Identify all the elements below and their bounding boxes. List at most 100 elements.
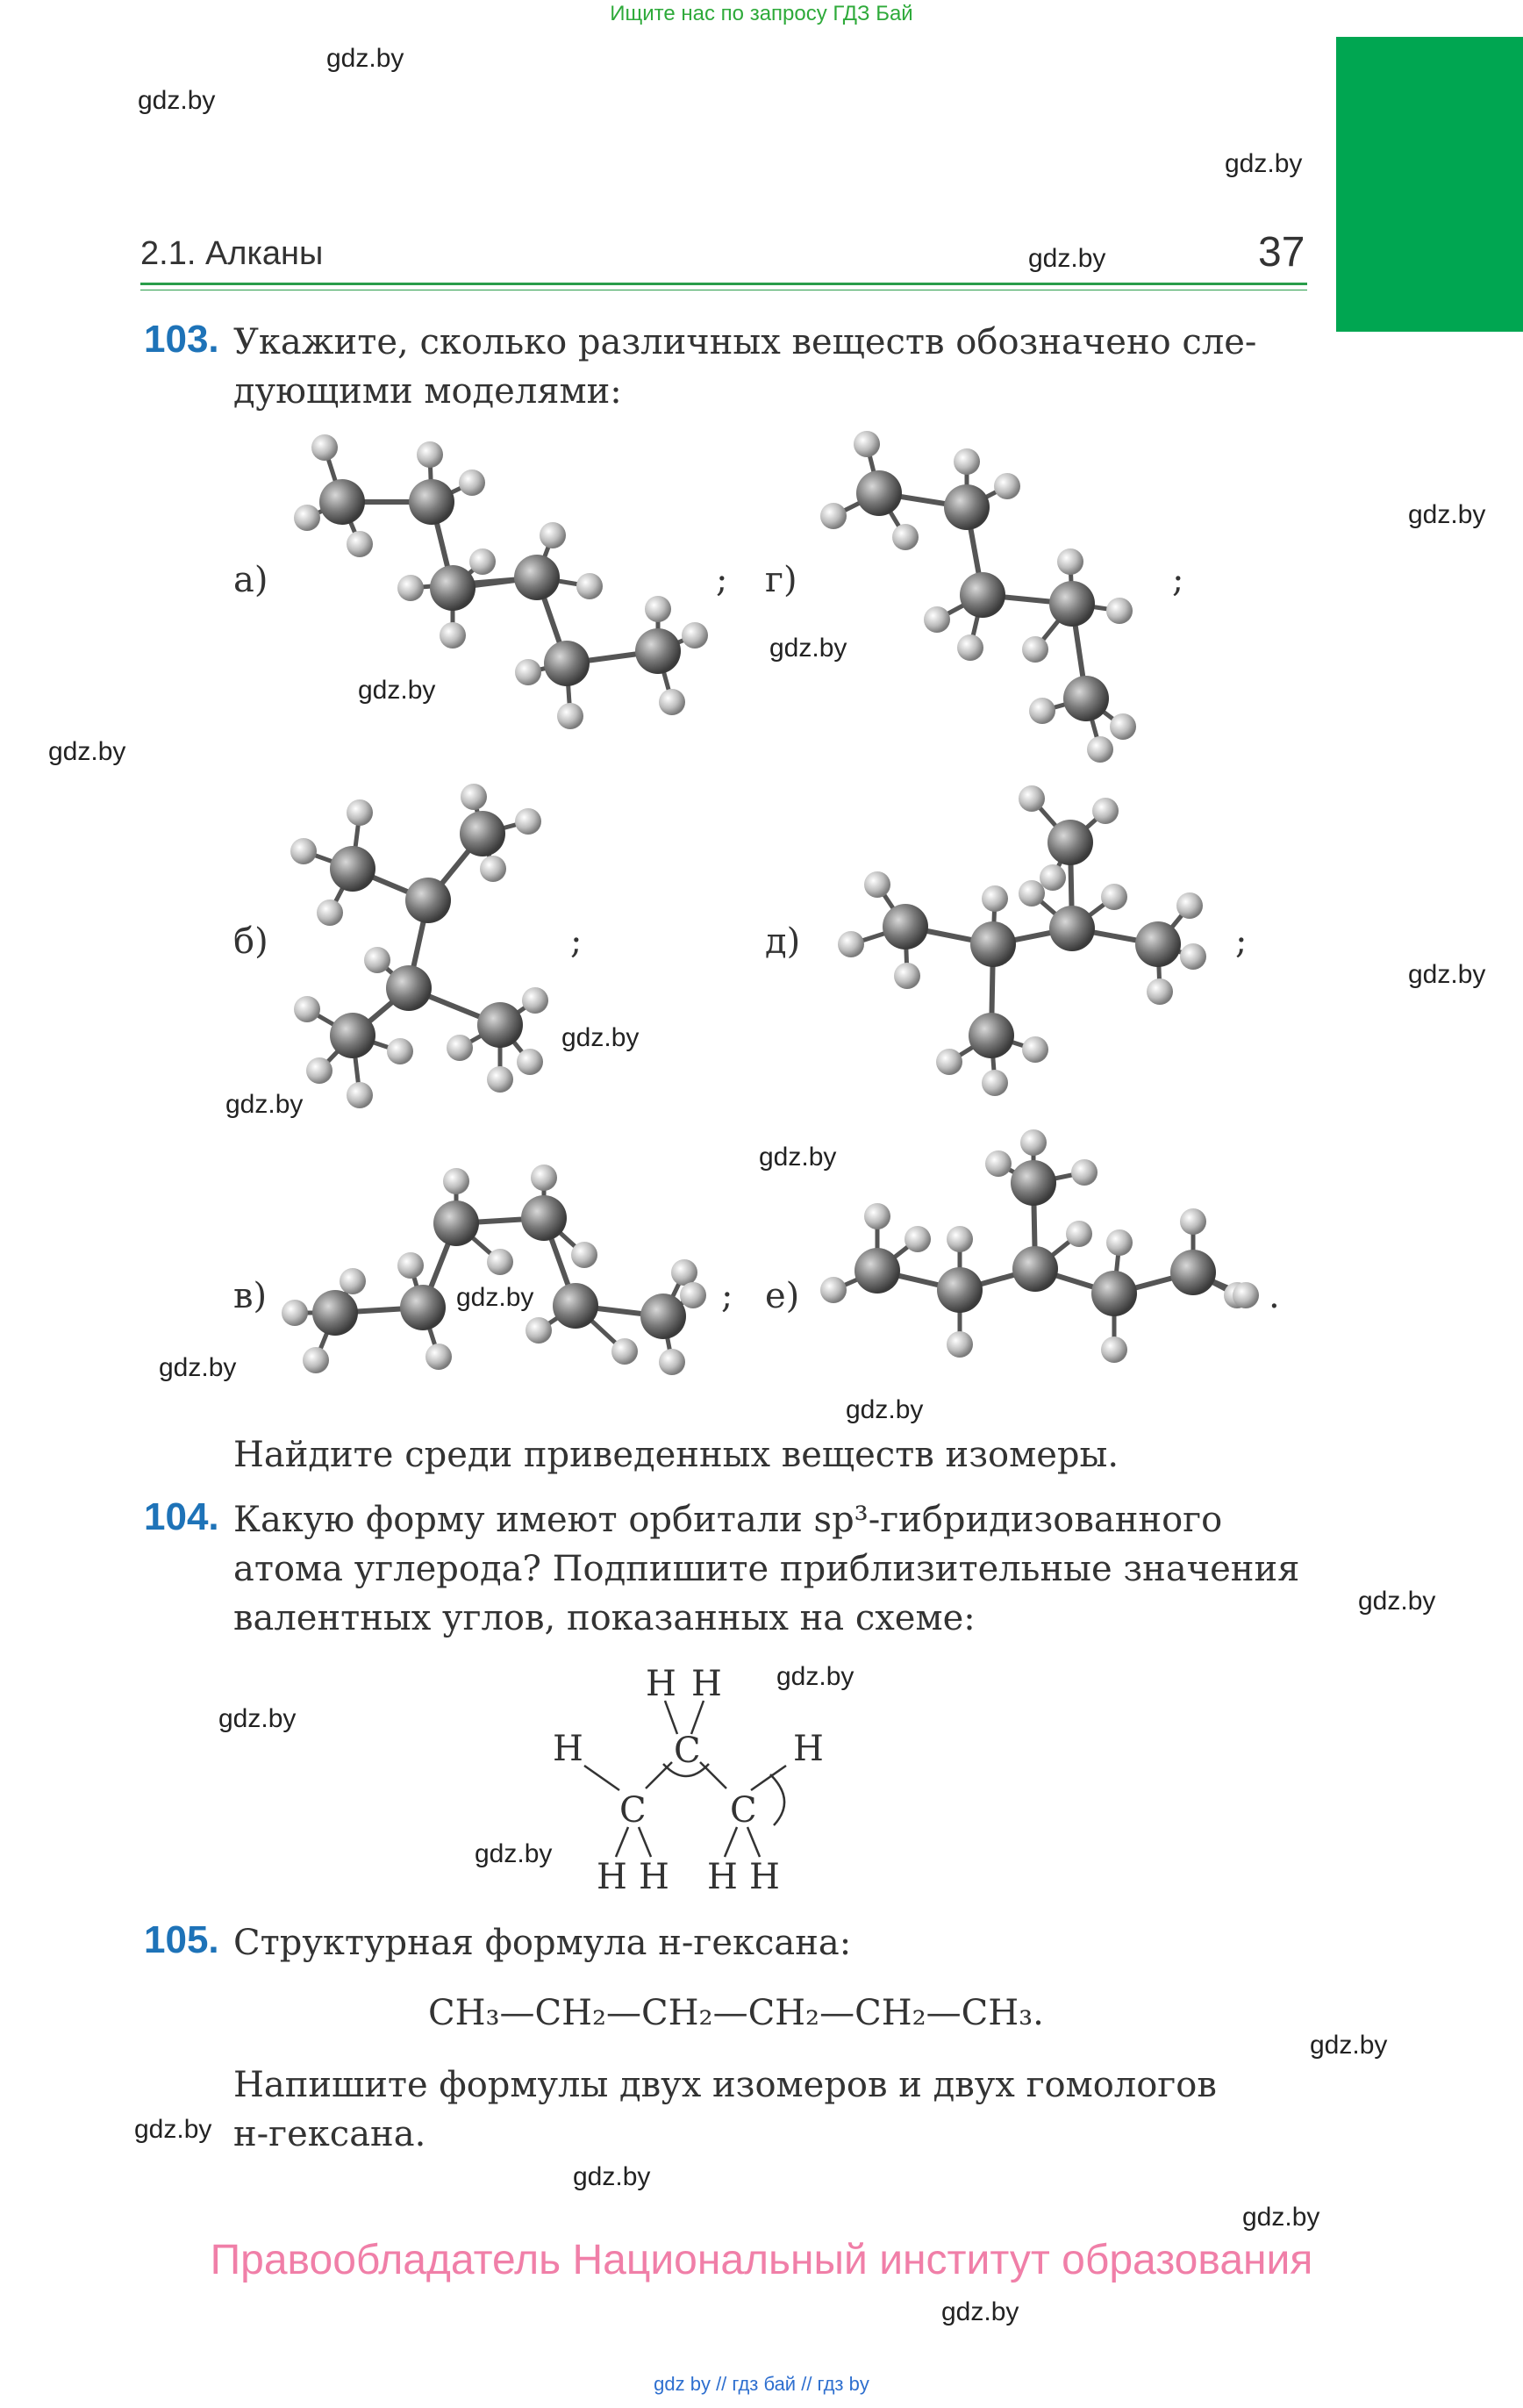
hydrogen-atom (1029, 698, 1055, 724)
hydrogen-atom (820, 503, 847, 529)
hydrogen-atom (645, 596, 671, 622)
hydrogen-atom (994, 473, 1020, 499)
hydrogen-atom (317, 899, 343, 926)
hydrogen-atom (1040, 864, 1066, 891)
semicolon: ; (716, 560, 728, 600)
hydrogen-atom (480, 856, 506, 882)
carbon-atom (553, 1283, 598, 1329)
hydrogen-atom (425, 1344, 452, 1370)
task-104-line-1: Какую форму имеют орбитали sp³-гибридизо… (233, 1500, 1223, 1540)
top-banner[interactable]: Ищите нас по запросу ГДЗ Бай (610, 2, 913, 25)
carbon-atom (1012, 1246, 1058, 1292)
task-103-question: Найдите среди приведенных веществ изомер… (233, 1435, 1119, 1475)
carbon-atom (405, 878, 451, 923)
hydrogen-atom (447, 1035, 473, 1061)
semicolon: ; (1235, 921, 1248, 962)
hydrogen-atom (487, 1066, 513, 1093)
hydrogen-atom (282, 1300, 308, 1326)
watermark: gdz.by (225, 1090, 304, 1119)
hydrogen-atom (985, 1150, 1012, 1177)
carbon-atom (1049, 581, 1095, 627)
hydrogen-atom (864, 1203, 890, 1229)
atom-h: H (793, 1729, 824, 1769)
hydrogen-atom (440, 622, 466, 649)
header-rule (140, 283, 1307, 285)
carbon-atom (330, 846, 375, 892)
hydrogen-atom (954, 448, 980, 475)
molecule-model-b (290, 784, 548, 1108)
hydrogen-atom (557, 703, 583, 729)
copyright-notice: Правообладатель Национальный институт об… (210, 2237, 1313, 2283)
hydrogen-atom (515, 659, 541, 685)
molecule-model-g (820, 431, 1136, 763)
hydrogen-atom (1057, 548, 1083, 575)
hydrogen-atom (347, 799, 373, 826)
watermark: gdz.by (573, 2162, 651, 2191)
hydrogen-atom (417, 441, 443, 468)
watermark: gdz.by (134, 2115, 212, 2144)
carbon-atom (854, 1248, 900, 1294)
hydrogen-atom (347, 531, 373, 557)
semicolon: ; (721, 1276, 733, 1316)
valence-angle-scheme: H H H C H C C H H H H (553, 1664, 824, 1897)
carbon-atom (1049, 906, 1095, 951)
label-g: г) (765, 560, 797, 600)
atom-c: C (730, 1790, 757, 1831)
hydrogen-atom (1066, 1221, 1092, 1247)
carbon-atom (514, 555, 560, 600)
hydrogen-atom (397, 575, 424, 601)
hydrogen-atom (1019, 880, 1045, 907)
atom-c: C (674, 1731, 701, 1771)
atom-h: H (597, 1857, 627, 1897)
task-104-line-2: атома углерода? Подпишите приблизительны… (233, 1549, 1300, 1589)
watermark: gdz.by (456, 1283, 534, 1312)
carbon-atom (635, 628, 681, 674)
hydrogen-atom (522, 987, 548, 1014)
watermark: gdz.by (358, 676, 436, 705)
atom-h: H (691, 1664, 722, 1704)
carbon-atom (1063, 676, 1109, 721)
hydrogen-atom (290, 838, 317, 864)
green-corner-tab (1336, 37, 1523, 332)
hydrogen-atom (1019, 785, 1045, 812)
task-number-103: 103. (144, 318, 219, 361)
hydrogen-atom (659, 1349, 685, 1375)
carbon-atom (330, 1013, 375, 1058)
atom-h: H (646, 1664, 676, 1704)
carbon-atom (409, 479, 454, 525)
watermark: gdz.by (1310, 2031, 1388, 2060)
hydrogen-atom (571, 1242, 597, 1268)
carbon-atom (856, 470, 902, 516)
watermark: gdz.by (769, 634, 847, 663)
hydrogen-atom (540, 522, 566, 548)
watermark: gdz.by (159, 1353, 237, 1382)
hydrogen-atom (306, 1057, 332, 1084)
task-103-line-1: Укажите, сколько различных веществ обозн… (233, 322, 1257, 362)
hydrogen-atom (517, 1049, 543, 1075)
carbon-atom (1170, 1250, 1216, 1295)
watermark: gdz.by (218, 1704, 297, 1733)
task-105-line-1: Структурная формула н-гексана: (233, 1923, 852, 1963)
footer-links[interactable]: gdz by // гдз бай // гдз by (654, 2373, 869, 2395)
hydrogen-atom (1180, 943, 1206, 970)
hydrogen-atom (854, 431, 880, 457)
hydrogen-atom (682, 622, 708, 649)
watermark: gdz.by (846, 1395, 924, 1424)
hydrogen-atom (1092, 798, 1119, 824)
hydrogen-atom (364, 947, 390, 973)
carbon-atom (640, 1294, 686, 1339)
hydrogen-atom (1176, 892, 1203, 919)
hydrogen-atom (1106, 598, 1133, 624)
watermark: gdz.by (475, 1839, 553, 1868)
hydrogen-atom (459, 469, 485, 496)
atom-c: C (619, 1790, 647, 1831)
hydrogen-atom (1022, 636, 1048, 663)
molecule-model-a (294, 434, 708, 729)
hydrogen-atom (905, 1226, 931, 1252)
hydrogen-atom (294, 996, 320, 1022)
hydrogen-atom (611, 1338, 638, 1365)
section-title: 2.1. Алканы (140, 235, 324, 272)
watermark: gdz.by (48, 737, 126, 766)
hydrogen-atom (680, 1282, 706, 1308)
atom-h: H (707, 1857, 738, 1897)
